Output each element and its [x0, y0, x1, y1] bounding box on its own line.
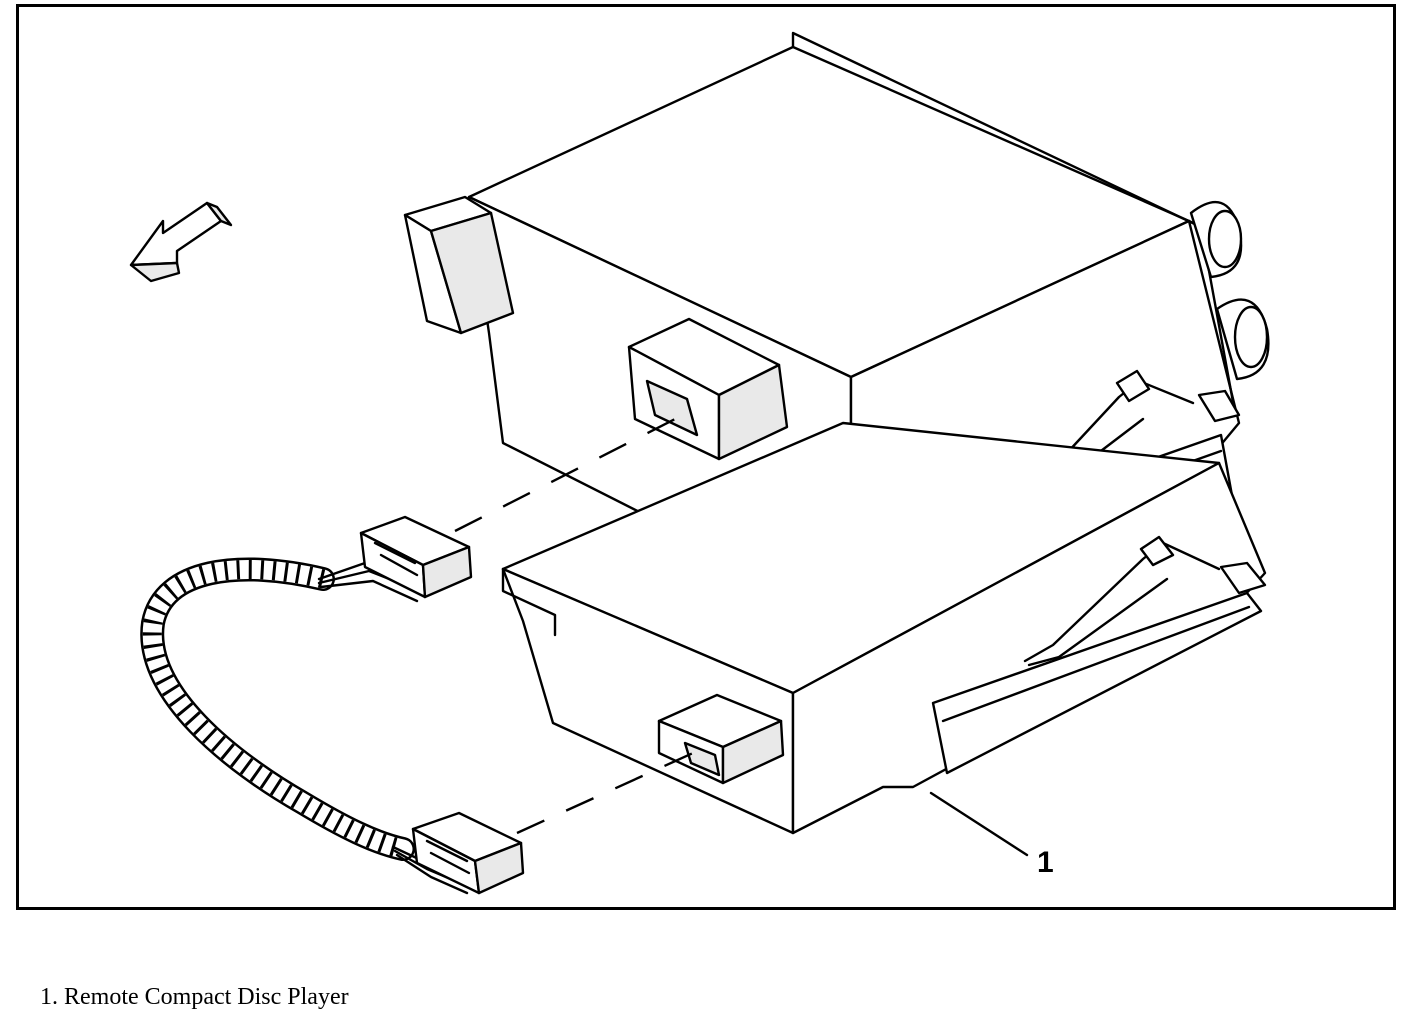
remote-compact-disc-player	[501, 421, 1267, 835]
diagram-frame: 1	[16, 4, 1396, 910]
callout-number-1: 1	[1037, 846, 1054, 879]
knob-icon	[1215, 298, 1270, 381]
callout-leader-line	[929, 791, 1029, 857]
front-bracket	[931, 535, 1267, 775]
exploded-view-illustration	[129, 31, 1270, 895]
direction-arrow-icon	[129, 201, 233, 283]
alignment-line-upper	[454, 413, 684, 533]
antenna-connector-block	[403, 195, 515, 335]
legend-item-1: 1. Remote Compact Disc Player	[40, 984, 349, 1010]
radio-connector-socket	[627, 317, 789, 461]
cd-player-connector-socket	[657, 693, 785, 785]
wiring-harness	[140, 515, 525, 895]
alignment-line-lower	[516, 751, 694, 835]
harness-plug-upper	[359, 515, 473, 599]
harness-plug-lower	[411, 811, 525, 895]
knob-icon	[1189, 201, 1243, 279]
